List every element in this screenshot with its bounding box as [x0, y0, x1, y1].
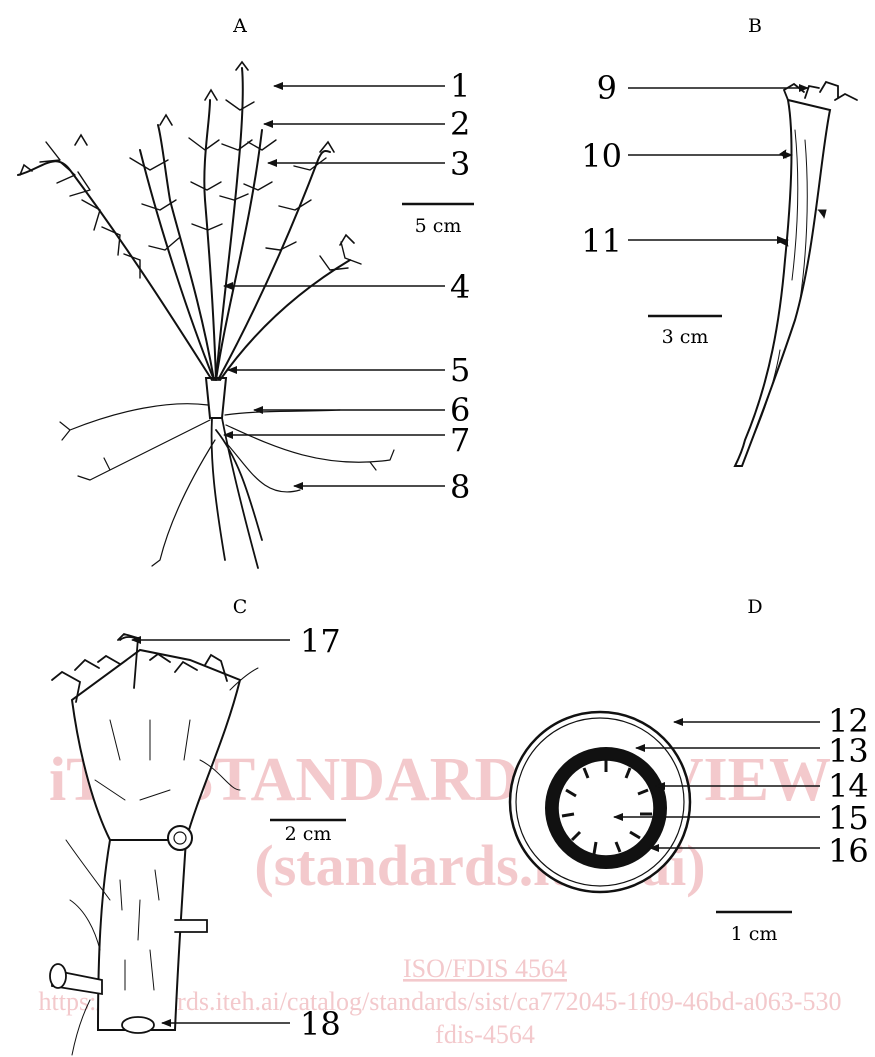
callout-number-18: 18 [300, 1005, 341, 1043]
scale-label-c: 2 cm [285, 823, 332, 845]
panel-label-b: B [748, 15, 762, 37]
callout-number-10: 10 [581, 137, 622, 175]
panel-label-c: C [233, 596, 248, 618]
scale-label-a: 5 cm [415, 215, 462, 237]
scale-label-b: 3 cm [662, 326, 709, 348]
watermark-line3: ISO/FDIS 4564 [403, 954, 567, 983]
scale-label-d: 1 cm [731, 923, 778, 945]
callout-number-7: 7 [450, 421, 470, 459]
callout-number-17: 17 [300, 622, 341, 660]
root-cross-section-drawing [510, 712, 690, 892]
callout-number-11: 11 [581, 222, 622, 260]
callout-number-1: 1 [450, 67, 470, 105]
panel-b-callouts: 9 10 11 [581, 69, 808, 260]
watermark-line5: fdis-4564 [435, 1020, 535, 1049]
callout-number-5: 5 [450, 351, 470, 389]
callout-number-4: 4 [450, 268, 470, 306]
root-drawing [735, 82, 857, 466]
callout-number-16: 16 [828, 832, 869, 870]
callout-number-2: 2 [450, 105, 470, 143]
callout-number-9: 9 [597, 69, 617, 107]
panel-label-d: D [747, 596, 762, 618]
panel-label-a: A [232, 15, 247, 37]
plant-whole-drawing [18, 62, 394, 568]
callout-number-13: 13 [828, 732, 869, 770]
callout-number-3: 3 [450, 145, 470, 183]
callout-number-8: 8 [450, 468, 470, 506]
